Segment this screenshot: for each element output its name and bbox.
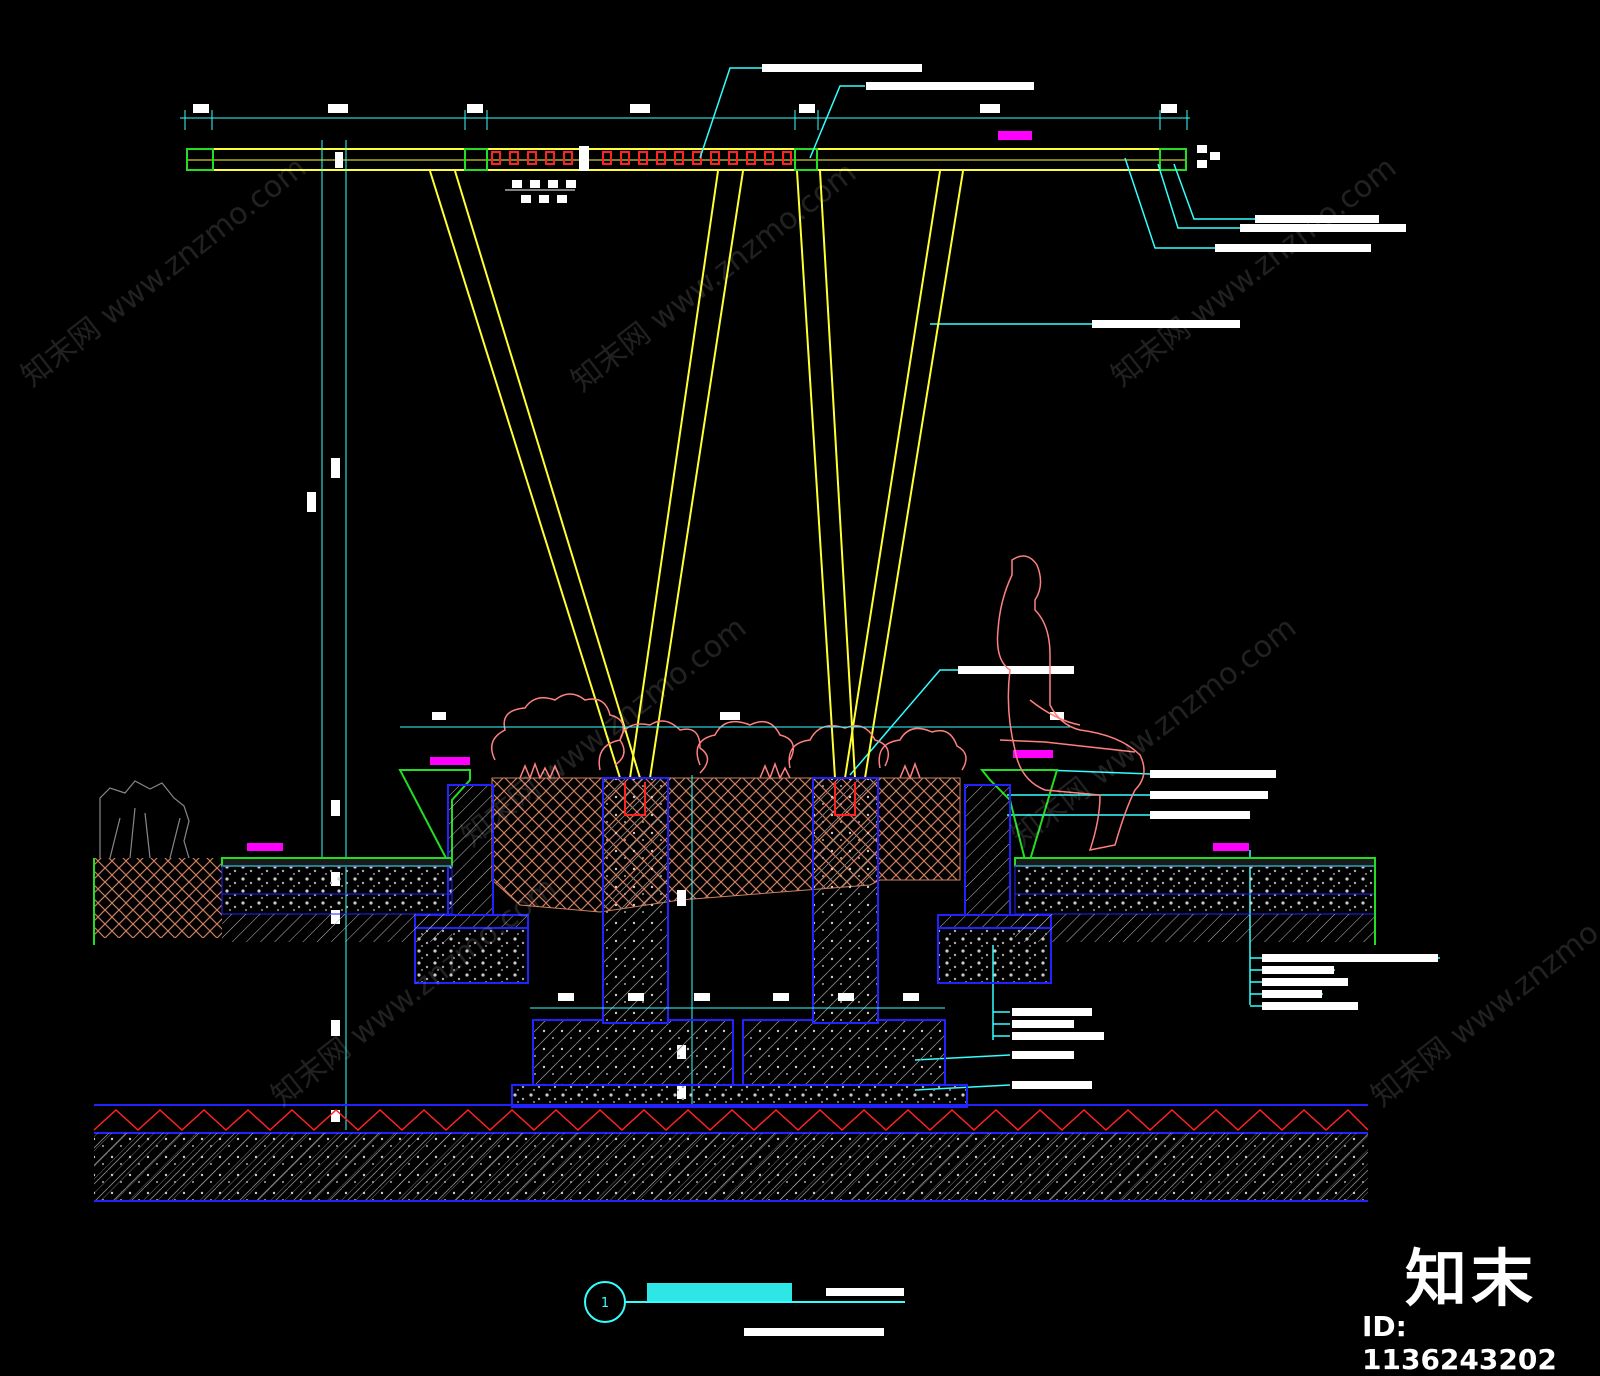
detail-subtitle-text	[744, 1328, 884, 1336]
brand-logo: 知末	[1405, 1242, 1538, 1315]
asset-id: ID: 1136243202	[1362, 1310, 1557, 1376]
steel-columns	[429, 170, 964, 779]
callout-labels	[762, 64, 1438, 1089]
height-dimension	[307, 140, 347, 1130]
footings	[511, 993, 968, 1108]
subgrade	[93, 1104, 1369, 1202]
elevation-marker-top	[998, 131, 1032, 140]
lighting-strip	[491, 151, 792, 165]
beam-joint	[579, 146, 589, 171]
planting-soil	[491, 777, 961, 913]
beam-end-detail	[1197, 145, 1220, 168]
top-dimension-ticks	[184, 110, 1188, 130]
top-dimension-labels	[193, 104, 1177, 113]
detail-number: 1	[601, 1296, 609, 1311]
shrub-left	[99, 780, 190, 859]
fixing-detail-labels	[505, 180, 576, 203]
seated-figure	[996, 555, 1145, 851]
detail-title-text	[647, 1283, 792, 1301]
detail-scale-text	[826, 1288, 904, 1296]
pavement-right	[1014, 843, 1376, 945]
canopy-beam	[180, 104, 1220, 203]
pavement-left	[93, 780, 453, 945]
detail-title: 1	[584, 1281, 905, 1336]
